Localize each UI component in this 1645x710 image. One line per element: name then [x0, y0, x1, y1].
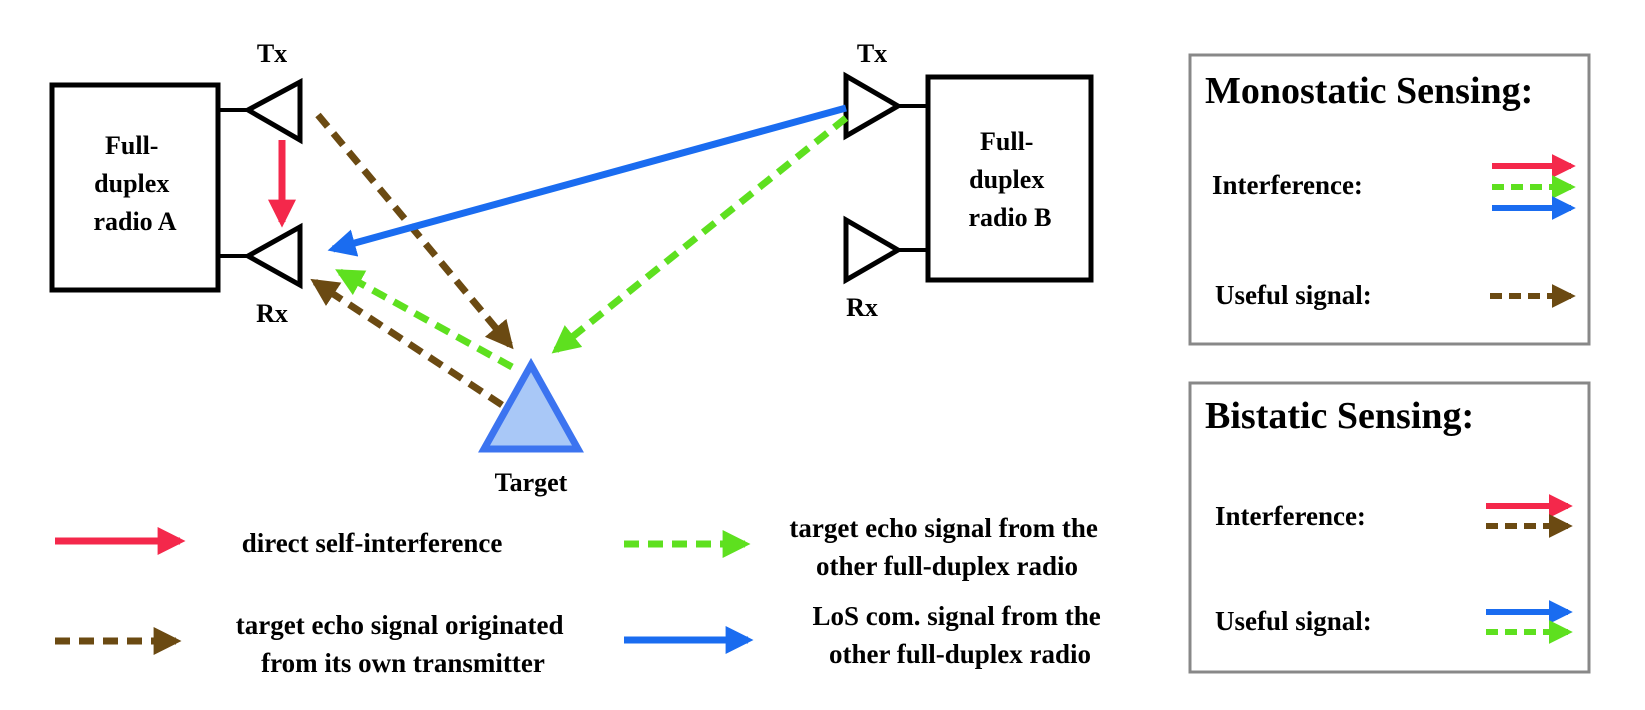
legend-echo-other-line: target echo signal from the [789, 513, 1097, 543]
legend-echo-own-line: target echo signal originated [236, 610, 564, 640]
radio-b-rx-antenna-icon [843, 215, 904, 285]
radio-b-label-line: radio B [968, 203, 1051, 232]
radio-a-label-line: radio A [93, 207, 176, 236]
radio-b-label-line: duplex [969, 165, 1044, 194]
legend-los-com: LoS com. signal from the other full-dupl… [624, 601, 1108, 669]
radio-a-box [49, 82, 221, 293]
monostatic-frame [1188, 53, 1591, 346]
legend-los-com-text: LoS com. signal from the other full-dupl… [813, 601, 1108, 669]
legend-echo-other-line: other full-duplex radio [816, 551, 1078, 581]
radio-a-rx-label: Rx [256, 299, 288, 328]
bistatic-frame [1188, 381, 1591, 674]
legend-echo-own-text: target echo signal originated from its o… [236, 610, 570, 678]
target-triangle-icon [478, 357, 584, 453]
radio-a-tx-antenna-icon [242, 77, 303, 145]
own-echo-return-arrow [310, 278, 504, 408]
legend-echo-other: target echo signal from the other full-d… [624, 513, 1104, 581]
bistatic-interference-label: Interference: [1215, 501, 1366, 531]
other-echo-return-arrow [335, 268, 514, 371]
radio-b-label-line: Full- [980, 127, 1033, 156]
bistatic-useful-label: Useful signal: [1215, 606, 1372, 636]
radio-a-label-line: duplex [94, 169, 169, 198]
legend-los-com-line: LoS com. signal from the [813, 601, 1101, 631]
bistatic-box: Bistatic Sensing: Interference: Useful s… [1188, 381, 1591, 674]
radio-b-label: Full- duplex radio B [968, 127, 1051, 232]
monostatic-useful-label: Useful signal: [1215, 280, 1372, 310]
radio-a-tx-label: Tx [257, 39, 287, 68]
radio-b: Full- duplex radio B Tx Rx [843, 39, 1094, 322]
radio-a-label: Full- duplex radio A [93, 131, 176, 236]
legend-echo-own-line: from its own transmitter [261, 648, 545, 678]
los-com-signal-arrow [327, 104, 847, 257]
target-label: Target [495, 468, 568, 497]
other-echo-incoming-arrow [551, 115, 849, 354]
radio-b-tx-label: Tx [857, 39, 887, 68]
bistatic-title: Bistatic Sensing: [1205, 395, 1474, 437]
target: Target [478, 357, 584, 497]
signal-paths [268, 104, 849, 408]
bottom-legend: direct self-interference target echo sig… [55, 513, 1108, 678]
legend-echo-other-text: target echo signal from the other full-d… [789, 513, 1104, 581]
radio-b-tx-antenna-icon [843, 71, 904, 141]
monostatic-box: Monostatic Sensing: Interference: Useful… [1188, 53, 1591, 346]
legend-echo-own: target echo signal originated from its o… [55, 610, 570, 678]
legend-direct-si-text: direct self-interference [242, 528, 503, 558]
radio-b-box [925, 74, 1094, 283]
monostatic-title: Monostatic Sensing: [1205, 70, 1533, 112]
radio-a-label-line: Full- [105, 131, 158, 160]
legend-direct-si: direct self-interference [55, 527, 503, 558]
monostatic-interference-label: Interference: [1212, 170, 1363, 200]
radio-a-rx-antenna-icon [242, 222, 303, 290]
radio-a: Full- duplex radio A Tx Rx [49, 39, 303, 328]
legend-los-com-line: other full-duplex radio [829, 639, 1091, 669]
radio-b-rx-label: Rx [846, 293, 878, 322]
